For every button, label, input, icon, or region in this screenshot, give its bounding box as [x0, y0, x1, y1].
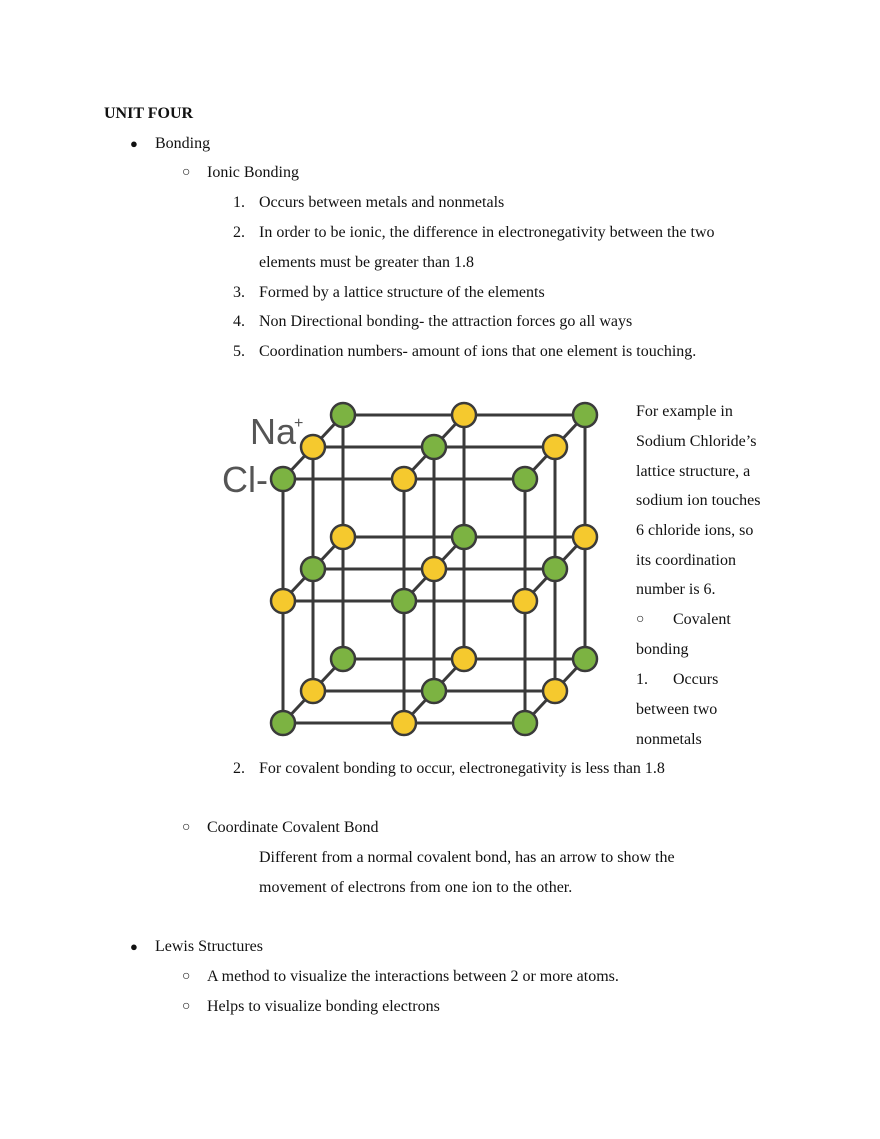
bullet-disc: ● [130, 939, 138, 954]
chloride-ion [511, 709, 539, 737]
subsection-ionic-bonding: Ionic Bonding [207, 164, 299, 181]
subsection-coordinate-covalent-bond: Coordinate Covalent Bond [207, 819, 379, 836]
chloride-ion [329, 401, 357, 429]
lewis-item: A method to visualize the interactions b… [207, 968, 619, 985]
bullet-circle: ○ [636, 612, 645, 627]
sodium-ion [390, 709, 418, 737]
sodium-ion [450, 645, 478, 673]
bullet-circle: ○ [182, 999, 191, 1014]
unit-title: UNIT FOUR [104, 105, 194, 122]
side-text-line: For example in [636, 403, 733, 420]
bullet-circle: ○ [182, 820, 191, 835]
lewis-item: Helps to visualize bonding electrons [207, 998, 440, 1015]
ionic-item: Non Directional bonding- the attraction … [259, 313, 633, 330]
list-number: 5. [233, 343, 245, 360]
chloride-ion [420, 677, 448, 705]
sodium-ion [299, 677, 327, 705]
side-text-line: 6 chloride ions, so [636, 522, 754, 539]
side-text-line: lattice structure, a [636, 463, 751, 480]
ionic-item-continuation: elements must be greater than 1.8 [259, 254, 475, 271]
chloride-ion [571, 401, 599, 429]
covalent-item-continuation: between two [636, 701, 718, 718]
nacl-lattice-diagram: Na + Cl- [222, 401, 599, 737]
subsection-covalent-bonding-continuation: bonding [636, 641, 689, 658]
side-text-line: sodium ion touches [636, 492, 761, 509]
chloride-ion [299, 555, 327, 583]
chloride-label: Cl- [222, 459, 268, 500]
section-lewis-structures: Lewis Structures [155, 938, 263, 955]
ionic-item: Coordination numbers- amount of ions tha… [259, 343, 697, 360]
chloride-ion [269, 709, 297, 737]
bullet-circle: ○ [182, 165, 191, 180]
sodium-ion [541, 433, 569, 461]
bullet-disc: ● [130, 136, 138, 151]
list-number: 4. [233, 313, 245, 330]
sodium-ion [329, 523, 357, 551]
chloride-ion [571, 645, 599, 673]
sodium-ion [571, 523, 599, 551]
covalent-item: Occurs [673, 671, 719, 688]
chloride-ion [450, 523, 478, 551]
list-number: 1. [233, 194, 245, 211]
chloride-ion [420, 433, 448, 461]
side-text-line: number is 6. [636, 581, 716, 598]
chloride-ion [541, 555, 569, 583]
sodium-ion [299, 433, 327, 461]
chloride-ion [511, 465, 539, 493]
ionic-item: Formed by a lattice structure of the ele… [259, 284, 545, 301]
chloride-ion [390, 587, 418, 615]
lattice-atoms [269, 401, 599, 737]
list-number: 1. [636, 671, 648, 688]
sodium-charge-label: + [294, 415, 303, 432]
covalent-item-continuation: nonmetals [636, 731, 702, 748]
list-number: 2. [233, 760, 245, 777]
side-text-line: Sodium Chloride’s [636, 433, 757, 450]
sodium-ion [511, 587, 539, 615]
bullet-circle: ○ [182, 969, 191, 984]
section-bonding: Bonding [155, 135, 211, 152]
sodium-ion [541, 677, 569, 705]
list-number: 3. [233, 284, 245, 301]
subsection-covalent-bonding: Covalent [673, 611, 731, 628]
sodium-ion [269, 587, 297, 615]
sodium-ion [450, 401, 478, 429]
sodium-label: Na [250, 411, 297, 452]
sodium-ion [420, 555, 448, 583]
chloride-ion [329, 645, 357, 673]
coordinate-description: Different from a normal covalent bond, h… [259, 849, 675, 866]
coordinate-description-continuation: movement of electrons from one ion to th… [259, 879, 573, 896]
ionic-item: In order to be ionic, the difference in … [259, 224, 715, 241]
list-number: 2. [233, 224, 245, 241]
ionic-item: Occurs between metals and nonmetals [259, 194, 505, 211]
side-text-line: its coordination [636, 552, 736, 569]
chloride-ion [269, 465, 297, 493]
covalent-item: For covalent bonding to occur, electrone… [259, 760, 665, 777]
sodium-ion [390, 465, 418, 493]
